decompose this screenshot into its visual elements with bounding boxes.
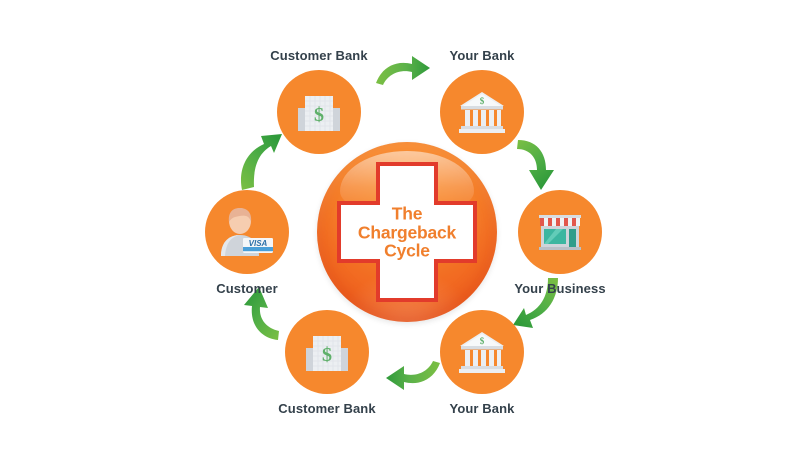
node-your-business[interactable]: Your Business [514, 190, 606, 296]
arrow-customer-bank-to-your-bank [374, 52, 438, 96]
arrow-customer-bank-to-customer [234, 280, 286, 344]
invoice-dollar-icon: $ [306, 336, 348, 371]
node-circle: $ [285, 310, 369, 394]
node-circle: $ [277, 70, 361, 154]
medical-cross-icon [317, 142, 497, 322]
visa-card-text: VISA [249, 239, 268, 248]
node-circle [518, 190, 602, 274]
node-circle: VISA [205, 190, 289, 274]
visa-card: VISA [243, 238, 273, 253]
node-circle: $ [440, 70, 524, 154]
svg-text:$: $ [322, 344, 332, 366]
svg-text:$: $ [314, 104, 324, 126]
node-your-bank-bottom[interactable]: $ Your Bank [440, 310, 524, 416]
svg-text:$: $ [480, 96, 485, 106]
node-customer[interactable]: VISA Customer [205, 190, 289, 296]
node-label: Your Business [514, 281, 606, 296]
arrow-your-bank-to-your-business [512, 136, 564, 204]
invoice-dollar-icon: $ [298, 96, 340, 131]
bank-building-icon: $ [459, 332, 505, 373]
node-label: Your Bank [449, 48, 515, 63]
center-hub: The Chargeback Cycle [317, 142, 497, 322]
customer-visa-card-icon: VISA [221, 208, 273, 256]
svg-text:$: $ [480, 336, 485, 346]
node-label: Customer Bank [270, 48, 368, 63]
arrow-your-business-to-your-bank [512, 276, 566, 342]
arrow-customer-to-customer-bank [236, 130, 292, 194]
node-label: Your Bank [449, 401, 515, 416]
storefront-icon [539, 215, 581, 250]
node-customer-bank-bottom[interactable]: $ Customer Bank [278, 310, 376, 416]
bank-building-icon: $ [459, 92, 505, 133]
node-your-bank-top[interactable]: $ Your Bank [440, 48, 524, 154]
arrow-your-bank-to-customer-bank [378, 355, 442, 397]
node-customer-bank-top[interactable]: $ Customer Bank [270, 48, 368, 154]
node-circle: $ [440, 310, 524, 394]
node-label: Customer [216, 281, 278, 296]
node-label: Customer Bank [278, 401, 376, 416]
